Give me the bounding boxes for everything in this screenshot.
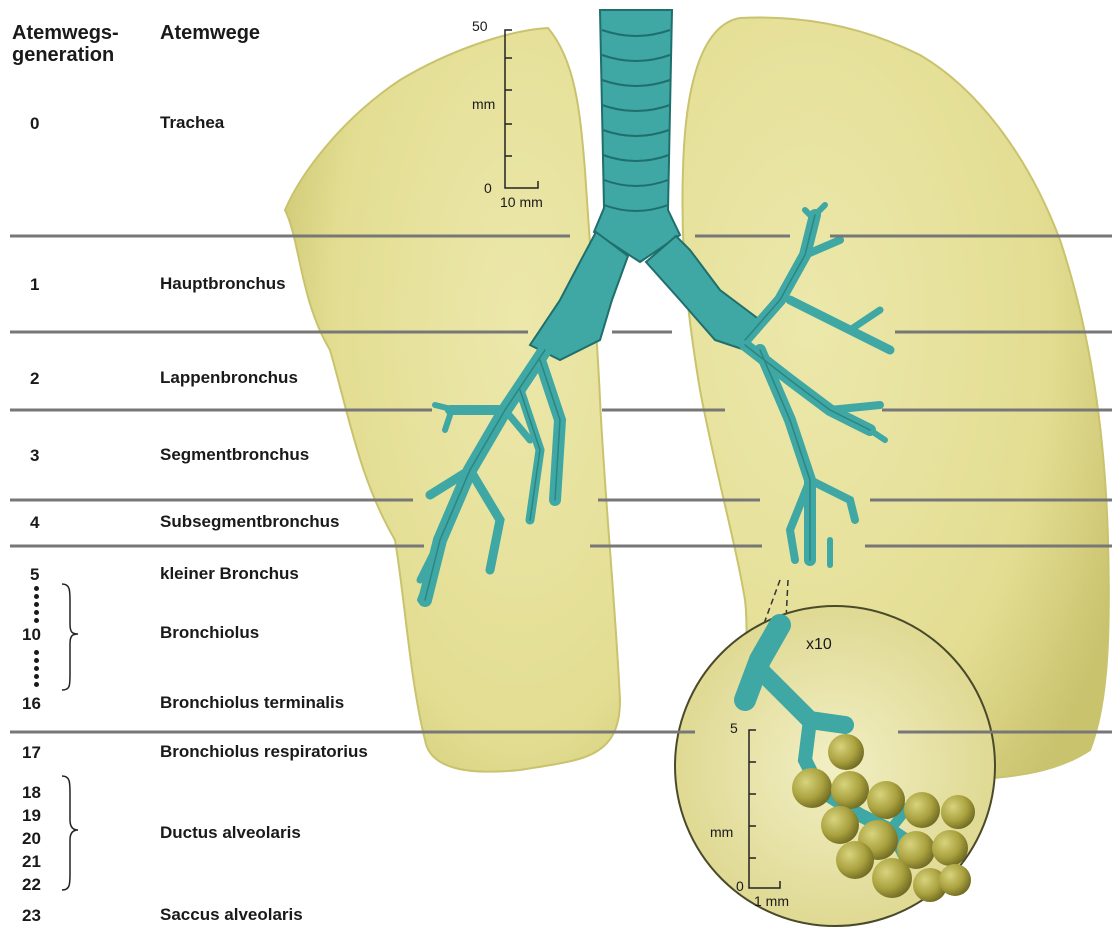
main-scale-width-label: 10 mm bbox=[500, 194, 543, 210]
continuation-dots bbox=[34, 650, 40, 690]
airway-name-bronchiolus: Bronchiolus bbox=[160, 623, 259, 643]
airway-name-main-bronchus: Hauptbronchus bbox=[160, 274, 286, 294]
generation-number: 1 bbox=[30, 275, 39, 295]
header-airways: Atemwege bbox=[160, 22, 260, 44]
airway-name-segmental-bronchus: Segmentbronchus bbox=[160, 445, 309, 465]
inset-scale-bottom-label: 0 bbox=[736, 878, 744, 894]
generation-number: 18 bbox=[22, 783, 41, 803]
header-generation-line2: generation bbox=[12, 44, 119, 66]
inset-scale-width-label: 1 mm bbox=[754, 893, 789, 909]
generation-number: 22 bbox=[22, 875, 41, 895]
generation-number: 3 bbox=[30, 446, 39, 466]
inset-scale-unit-label: mm bbox=[710, 824, 733, 840]
generation-number: 5 bbox=[30, 565, 39, 585]
header-generation: Atemwegs- generation bbox=[12, 22, 119, 66]
generation-number: 2 bbox=[30, 369, 39, 389]
generation-number: 17 bbox=[22, 743, 41, 763]
airway-name-alveolar-sac: Saccus alveolaris bbox=[160, 905, 303, 925]
airway-name-lobar-bronchus: Lappenbronchus bbox=[160, 368, 298, 388]
generation-number: 16 bbox=[22, 694, 41, 714]
main-scale-bottom-label: 0 bbox=[484, 180, 492, 196]
generation-number: 23 bbox=[22, 906, 41, 926]
header-generation-line1: Atemwegs- bbox=[12, 22, 119, 44]
airway-name-respiratory-bronchiolus: Bronchiolus respiratorius bbox=[160, 742, 368, 762]
airway-name-trachea: Trachea bbox=[160, 113, 224, 133]
airway-name-alveolar-duct: Ductus alveolaris bbox=[160, 823, 301, 843]
magnification-label: x10 bbox=[806, 636, 832, 654]
generation-number: 10 bbox=[22, 625, 41, 645]
main-scale-top-label: 50 bbox=[472, 18, 488, 34]
generation-number: 0 bbox=[30, 114, 39, 134]
generation-number: 4 bbox=[30, 513, 39, 533]
airway-name-subsegmental-bronchus: Subsegmentbronchus bbox=[160, 512, 339, 532]
generation-number: 20 bbox=[22, 829, 41, 849]
airway-name-small-bronchus: kleiner Bronchus bbox=[160, 564, 299, 584]
brace-18-22 bbox=[58, 774, 88, 894]
inset-scale-top-label: 5 bbox=[730, 720, 738, 736]
generation-number: 21 bbox=[22, 852, 41, 872]
continuation-dots bbox=[34, 586, 40, 626]
left-lung bbox=[285, 28, 620, 772]
main-scale-unit-label: mm bbox=[472, 96, 495, 112]
brace-5-16 bbox=[58, 582, 88, 702]
airway-name-terminal-bronchiolus: Bronchiolus terminalis bbox=[160, 693, 344, 713]
generation-number: 19 bbox=[22, 806, 41, 826]
